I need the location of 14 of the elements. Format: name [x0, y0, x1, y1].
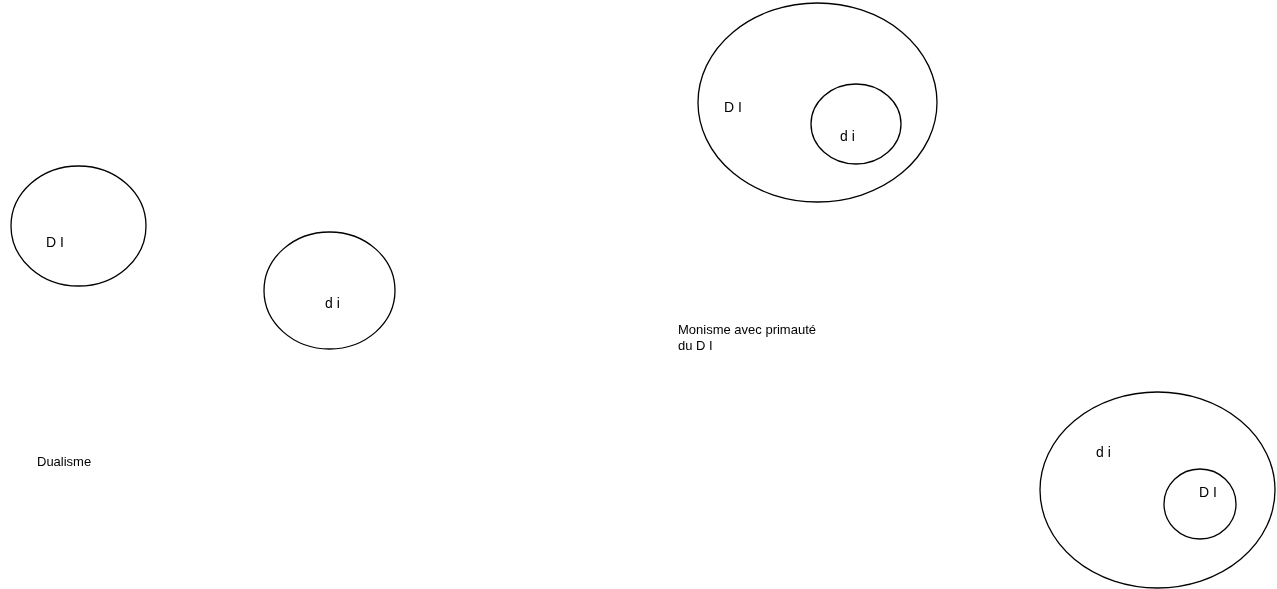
- circle-label: D I: [724, 99, 742, 115]
- circle-node: [810, 83, 902, 165]
- circle-label: D I: [46, 234, 64, 250]
- circle-label: d i: [840, 128, 855, 144]
- circle-label: D I: [1199, 484, 1217, 500]
- circle-node: [10, 165, 147, 287]
- circle-node: [1163, 468, 1237, 540]
- caption-text: Dualisme: [37, 454, 93, 470]
- circle-node: [1039, 391, 1276, 589]
- caption-text: Monisme avec primauté du D I: [678, 322, 817, 354]
- circle-node: [697, 2, 938, 203]
- circle-label: d i: [1096, 444, 1111, 460]
- circle-label: d i: [325, 295, 340, 311]
- circle-node: [263, 231, 396, 350]
